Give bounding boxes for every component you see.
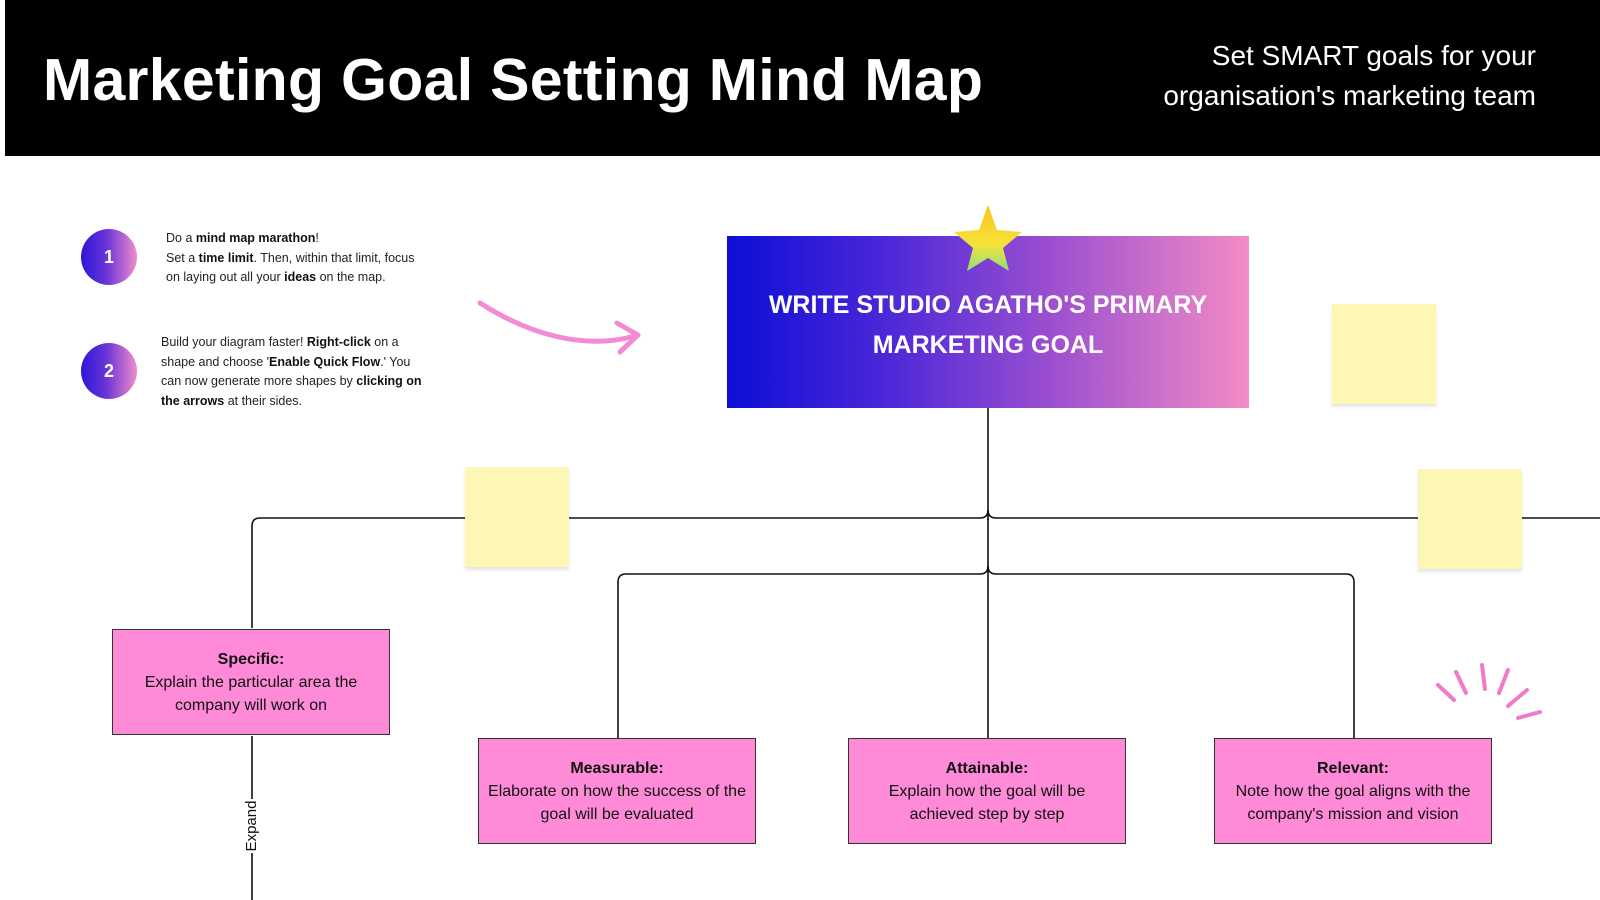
expand-button[interactable]: Expand <box>241 799 263 853</box>
page-subtitle: Set SMART goals for your organisation's … <box>1163 40 1536 111</box>
sticky-note[interactable] <box>465 467 569 567</box>
step-badge-2: 2 <box>81 343 137 399</box>
tip-text-segment: shape and choose ' <box>161 354 270 369</box>
tip-text-segment: ! <box>315 231 319 245</box>
tip-emphasis: clicking on <box>356 374 422 388</box>
tip-text-segment: Do a <box>166 231 196 245</box>
tip-text-segment: . Then, within that limit, focus <box>253 250 415 265</box>
tip-emphasis: Enable Quick Flow <box>269 354 381 369</box>
node-title: Specific: <box>217 650 285 668</box>
tip-emphasis: Right-click <box>306 335 371 349</box>
specific-node[interactable]: Specific: Explain the particular area th… <box>112 629 390 735</box>
tip-text-segment: Build your diagram faster! <box>161 335 307 349</box>
tip-text-segment: at their sides. <box>224 393 303 408</box>
node-title: Measurable: <box>570 759 664 777</box>
branch-connector-right <box>987 509 1600 519</box>
node-title: Attainable: <box>945 759 1029 777</box>
tip-text-segment: on a <box>370 335 399 349</box>
node-description: Explain how the goal will be achieved st… <box>888 782 1086 823</box>
tip-text-segment: Set a <box>166 250 199 265</box>
step-number: 2 <box>103 360 114 381</box>
node-description: Elaborate on how the success of the goal… <box>488 782 746 823</box>
tip-text-segment: on the map. <box>316 270 386 284</box>
measurable-node[interactable]: Measurable: Elaborate on how the success… <box>478 738 756 844</box>
node-title: Relevant: <box>1316 759 1390 777</box>
branch-connector-measurable <box>617 565 989 738</box>
relevant-node[interactable]: Relevant: Note how the goal aligns with … <box>1214 738 1492 844</box>
step-number: 1 <box>103 246 114 267</box>
central-goal-text: WRITE STUDIO AGATHO'S PRIMARY MARKETING … <box>768 291 1208 359</box>
sticky-note[interactable] <box>1418 469 1522 569</box>
tip-emphasis: ideas <box>284 270 317 284</box>
branch-connector-relevant <box>987 565 1355 738</box>
sparkle-lines-icon <box>1436 663 1542 720</box>
tip-emphasis: the arrows <box>161 393 225 408</box>
step-badge-1: 1 <box>81 229 137 285</box>
tip-text-segment: on laying out all your <box>166 270 285 284</box>
node-description: Note how the goal aligns with the compan… <box>1235 782 1471 823</box>
tip-text-2: Build your diagram faster! Right-click o… <box>161 333 461 411</box>
tip-emphasis: mind map marathon <box>195 231 316 245</box>
attainable-node[interactable]: Attainable: Explain how the goal will be… <box>848 738 1126 844</box>
tip-text-segment: .' You <box>380 354 411 369</box>
curved-arrow-icon <box>477 300 641 355</box>
header-banner: Marketing Goal Setting Mind Map Set SMAR… <box>5 0 1600 156</box>
sticky-note[interactable] <box>1332 304 1436 404</box>
tip-text-1: Do a mind map marathon! Set a time limit.… <box>166 229 466 288</box>
central-goal-node[interactable]: WRITE STUDIO AGATHO'S PRIMARY MARKETING … <box>727 236 1249 408</box>
node-description: Explain the particular area the company … <box>144 673 358 714</box>
branch-connector-left <box>251 509 989 628</box>
tip-text-segment: can now generate more shapes by <box>161 374 357 388</box>
page-title: Marketing Goal Setting Mind Map <box>43 47 984 113</box>
tip-emphasis: time limit <box>198 250 254 265</box>
